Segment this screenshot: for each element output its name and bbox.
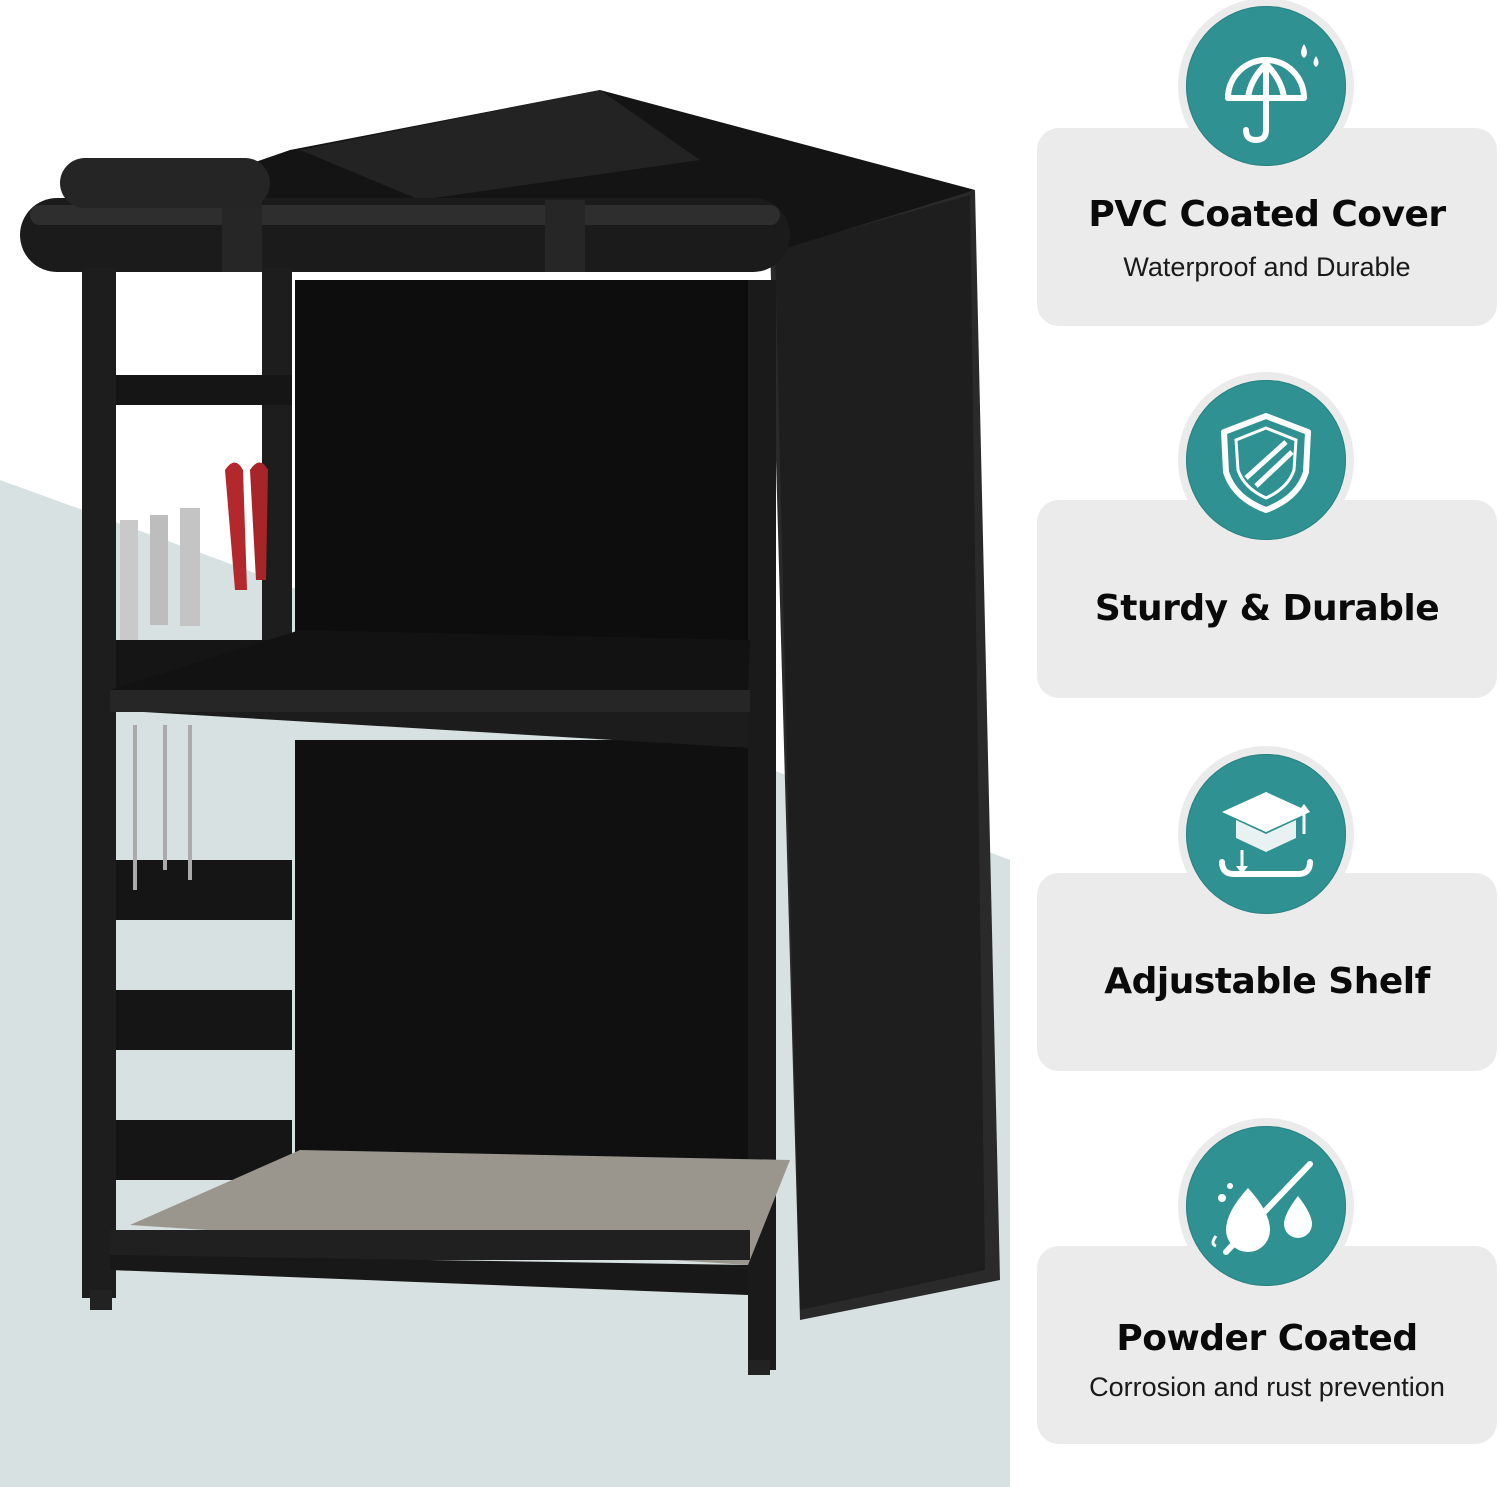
feature-title: Powder Coated <box>1116 1318 1418 1359</box>
umbrella-rain-icon <box>1225 44 1319 143</box>
adjustable-shelf-badge <box>1178 746 1354 922</box>
umbrella-rain-badge <box>1178 0 1354 174</box>
feature-title: Adjustable Shelf <box>1104 961 1430 1002</box>
shield-icon <box>1221 413 1311 513</box>
feature-subtitle: Corrosion and rust prevention <box>1089 1372 1445 1402</box>
feature-title: PVC Coated Cover <box>1088 194 1446 235</box>
shield-badge <box>1178 372 1354 548</box>
covered-shelf-image <box>20 90 1000 1375</box>
feature-subtitle: Waterproof and Durable <box>1123 252 1411 282</box>
no-water-drop-icon <box>1211 1161 1313 1255</box>
adjustable-shelf-icon <box>1219 792 1313 877</box>
feature-card-pvc-cover: PVC Coated Cover Waterproof and Durable <box>1037 128 1497 326</box>
feature-title: Sturdy & Durable <box>1094 588 1440 629</box>
no-water-drop-badge <box>1178 1118 1354 1294</box>
